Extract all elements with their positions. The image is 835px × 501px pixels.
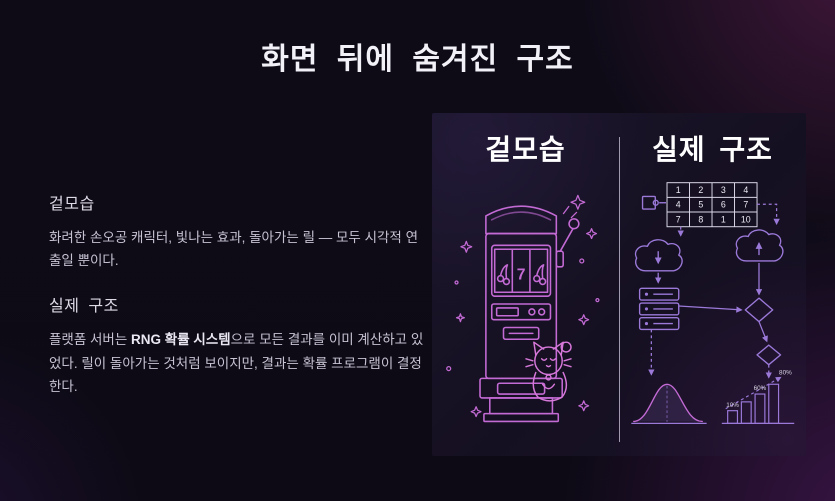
reality-heading: 실제 구조	[49, 298, 119, 316]
reality-body-bold: RNG 확률 시스템	[131, 332, 231, 348]
cloud-download-icon	[634, 239, 683, 272]
slot-lever-icon	[555, 218, 580, 268]
svg-text:60%: 60%	[753, 385, 766, 392]
reality-half: 실제 구조	[619, 113, 806, 456]
slot-machine: 7	[478, 205, 580, 423]
reel-symbol: 7	[516, 267, 525, 284]
svg-text:10%: 10%	[726, 402, 739, 409]
svg-text:10: 10	[740, 214, 750, 224]
slot-machine-illustration: 7	[445, 194, 600, 423]
vertical-divider	[619, 137, 620, 442]
svg-text:6: 6	[720, 200, 725, 210]
appearance-panel-title: 겉모습	[485, 134, 566, 165]
svg-text:80%: 80%	[779, 369, 792, 376]
reality-body-suffix: 으로 모든 결과를 이미 계산하고 있었다. 릴이 돌아가는 것처럼 보이지만,…	[49, 332, 424, 394]
text-column: 겉모습 화려한 손오공 캐릭터, 빛나는 효과, 돌아가는 릴 — 모두 시각적…	[49, 190, 427, 418]
sparkle-icons	[445, 194, 600, 418]
bar-chart	[721, 376, 794, 424]
svg-text:3: 3	[720, 185, 725, 195]
server-stack-icon	[638, 287, 679, 331]
appearance-heading: 겉모습	[49, 196, 95, 213]
bell-curve-chart	[630, 383, 707, 424]
svg-text:7: 7	[675, 214, 680, 224]
comparison-illustration-card: 겉모습 7	[432, 113, 806, 456]
comparison-panel-inner: 겉모습 7	[432, 113, 806, 456]
rng-flowchart-illustration: 1 2 3 4 4 5 6 7 7 8 1 10	[630, 182, 794, 424]
svg-text:8: 8	[698, 214, 703, 224]
appearance-body: 화려한 손오공 캐릭터, 빛나는 효과, 돌아가는 릴 — 모두 시각적 연출일…	[49, 230, 419, 269]
svg-text:1: 1	[720, 214, 725, 224]
reality-panel-title: 실제 구조	[652, 134, 773, 165]
bar-chart-labels: 10% 60% 80%	[726, 369, 792, 408]
flow-connectors	[647, 203, 780, 379]
appearance-half: 겉모습 7	[432, 113, 619, 456]
svg-text:5: 5	[698, 200, 703, 210]
svg-text:4: 4	[675, 200, 680, 210]
svg-text:2: 2	[698, 185, 703, 195]
svg-text:7: 7	[743, 200, 748, 210]
number-grid-values: 1 2 3 4 4 5 6 7 7 8 1 10	[675, 185, 750, 224]
puzzle-icon	[641, 195, 666, 210]
svg-text:1: 1	[675, 185, 680, 195]
reality-body: 플랫폼 서버는 RNG 확률 시스템으로 모든 결과를 이미 계산하고 있었다.…	[49, 328, 427, 398]
decision-diamond-icons	[744, 297, 781, 366]
page-title: 화면 뒤에 숨겨진 구조	[261, 43, 574, 76]
reality-body-prefix: 플랫폼 서버는	[49, 332, 132, 348]
cloud-upload-icon	[735, 229, 784, 262]
lucky-cat-icon	[524, 341, 572, 402]
svg-text:4: 4	[743, 185, 748, 195]
